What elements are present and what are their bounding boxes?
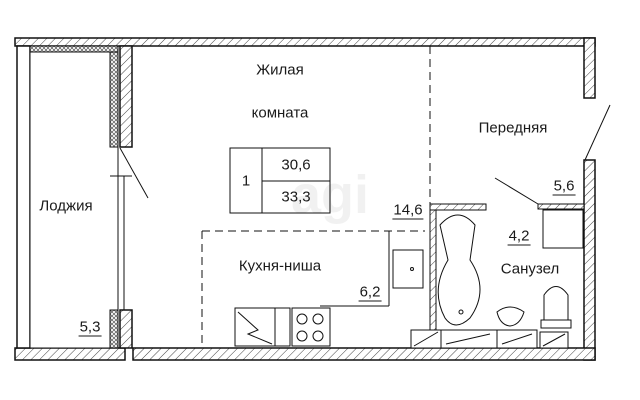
door-swing-entrance (584, 104, 611, 161)
rooms-count: 1 (241, 172, 251, 190)
kitchen-area: 6,2 (358, 283, 382, 302)
wall-loggia-lower (119, 309, 133, 349)
ventilation-ducts (410, 329, 569, 349)
living-room-label-line2: комната (251, 104, 309, 122)
loggia-area: 5,3 (78, 318, 102, 337)
sink-icon (392, 249, 424, 289)
wall-loggia-upper (119, 45, 133, 148)
living-area-total: 30,6 (281, 156, 311, 174)
wall-right-upper (583, 37, 596, 99)
living-room-label-line1: Жилая (256, 61, 304, 79)
watermark: agi (290, 165, 370, 225)
wall-top (14, 37, 596, 47)
bathroom-area: 4,2 (507, 227, 531, 246)
kitchen-label: Кухня-ниша (238, 257, 322, 275)
hall-label: Передняя (478, 119, 548, 137)
loggia-label: Лоджия (39, 197, 93, 215)
bathtub-icon (437, 214, 481, 326)
total-area: 33,3 (281, 188, 311, 206)
hall-area: 5,6 (552, 177, 576, 196)
washbasin-icon (496, 306, 525, 327)
loggia-frame (16, 45, 31, 349)
wall-bath-left (429, 203, 437, 331)
stove-icon (291, 307, 331, 347)
bathroom-label: Санузел (500, 260, 560, 278)
living-room-area: 14,6 (392, 201, 424, 220)
door-swing-loggia (119, 147, 149, 199)
kitchen-counter (234, 249, 424, 347)
cabinet-icon (542, 209, 584, 249)
area-summary-box (229, 147, 331, 214)
wall-bottom-left (14, 347, 126, 361)
wall-right-lower (583, 159, 596, 361)
toilet-icon (540, 286, 572, 329)
wall-bottom-right (132, 347, 596, 361)
